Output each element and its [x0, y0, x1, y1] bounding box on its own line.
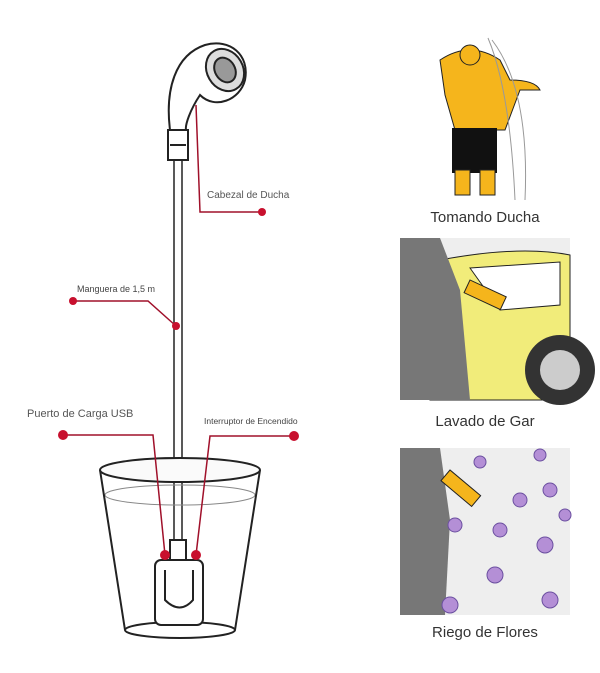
showering-illustration: [439, 37, 541, 201]
label-hose: Manguera de 1,5 m: [77, 284, 156, 294]
caption-car-wash: Lavado de Gar: [435, 413, 535, 430]
car-wash-illustration: [400, 238, 595, 405]
callout-dots: [58, 208, 299, 560]
caption-showering: Tomando Ducha: [430, 209, 540, 226]
label-usb-port: Puerto de Carga USB: [27, 408, 134, 420]
callout-lines: [63, 104, 294, 556]
shower-head-drawing: [167, 42, 247, 161]
caption-watering: Riego de Flores: [432, 624, 538, 641]
label-shower-head: Cabezal de Ducha: [207, 190, 290, 201]
label-power-switch: Interruptor de Encendido: [204, 416, 298, 426]
hose-drawing: [173, 160, 183, 545]
bucket-drawing: [99, 457, 261, 639]
watering-illustration: [400, 448, 572, 615]
